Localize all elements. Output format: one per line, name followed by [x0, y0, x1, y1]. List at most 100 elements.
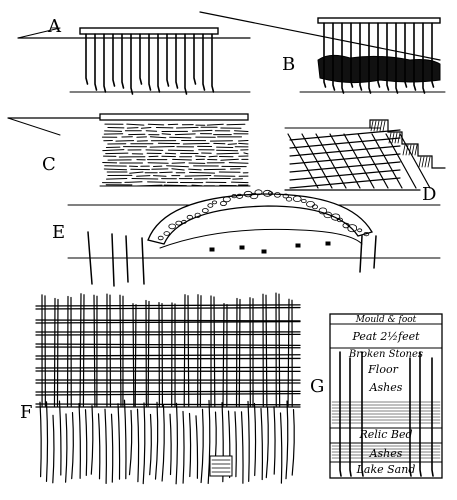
arch-stone: [194, 212, 201, 218]
pile: [148, 33, 152, 91]
palisade-stake: [78, 403, 81, 479]
palisade-stake: [84, 409, 88, 476]
beam: [35, 392, 301, 396]
beam: [35, 319, 301, 322]
ground-mark: [209, 247, 215, 252]
arch-stone: [312, 204, 318, 210]
hatch-line: [370, 120, 374, 132]
panel-f-palisade: [39, 399, 295, 485]
beam: [35, 357, 301, 360]
arch-stone: [301, 198, 307, 204]
arch-stone: [201, 208, 209, 214]
arch-stone: [222, 196, 231, 203]
palisade-stake: [253, 402, 257, 477]
pile: [139, 33, 143, 85]
hatch-line: [424, 156, 428, 168]
panel-f-vertical-piles: [41, 292, 293, 407]
palisade-stake: [200, 408, 204, 484]
hatch-line: [379, 120, 383, 132]
panel-a: A: [17, 16, 251, 95]
panel-g-layer-mould: Mould & foot: [355, 315, 417, 325]
pile: [278, 293, 281, 407]
pile: [419, 351, 422, 477]
log: [371, 133, 403, 189]
hatch-line: [427, 156, 431, 168]
palisade-stake: [265, 406, 269, 479]
arch-stone: [363, 231, 370, 237]
pile: [339, 351, 342, 477]
brushwood-stroke: [192, 129, 213, 132]
panel-e-posts: [87, 231, 377, 287]
arch-stone: [323, 211, 333, 219]
log: [289, 145, 401, 157]
panel-a-piles: [85, 33, 215, 95]
brushwood-stroke: [184, 175, 212, 177]
panel-d-log-grid: [284, 129, 431, 191]
pile: [287, 298, 290, 407]
post: [125, 235, 129, 283]
pile: [112, 33, 116, 87]
post: [87, 231, 93, 285]
log: [329, 133, 361, 189]
pile: [85, 33, 89, 85]
pile: [332, 22, 336, 91]
post: [373, 235, 377, 269]
palisade-stake: [234, 411, 237, 478]
brushwood-stroke: [195, 155, 206, 158]
ground-mark: [261, 249, 267, 254]
pile: [166, 33, 170, 87]
pile: [350, 22, 354, 88]
log: [315, 133, 347, 189]
brushwood-stroke: [104, 130, 123, 132]
hatch-line: [391, 132, 395, 144]
hatch-line: [408, 144, 412, 156]
pile: [341, 22, 345, 94]
pile: [404, 22, 408, 88]
pile: [183, 294, 186, 407]
panel-g-layer-ashes-upper: Ashes: [369, 381, 403, 394]
brushwood-stroke: [176, 126, 199, 129]
brushwood-stroke: [182, 142, 210, 145]
beam: [35, 343, 301, 347]
pile: [193, 33, 197, 85]
ground-mark: [239, 245, 245, 250]
pile: [386, 22, 390, 91]
pile: [368, 22, 372, 94]
brushwood-stroke: [220, 158, 239, 161]
hatch-line: [373, 120, 377, 132]
brushwood-stroke: [105, 152, 129, 155]
palisade-stake: [279, 412, 283, 484]
brushwood-stroke: [102, 149, 125, 152]
palisade-stake: [123, 399, 127, 480]
panel-b: B: [199, 11, 446, 94]
brushwood-stroke: [234, 130, 249, 132]
arch-stone: [336, 217, 343, 223]
arch-stone: [220, 201, 227, 206]
beam: [35, 390, 301, 393]
panel-e-causeway-arch: [147, 193, 373, 245]
brushwood-stroke: [226, 123, 246, 126]
panel-g-layer-peat: Peat 2½feet: [351, 330, 420, 343]
beam: [35, 320, 301, 324]
pile: [175, 33, 179, 89]
beam: [35, 366, 301, 369]
brushwood-stroke: [167, 149, 194, 152]
brushwood-stroke: [129, 171, 144, 174]
pile: [238, 298, 241, 407]
log: [287, 133, 319, 189]
pile: [349, 357, 352, 477]
palisade-stake: [260, 408, 264, 481]
pile: [130, 33, 134, 95]
beam: [35, 354, 301, 357]
hatch-line: [418, 156, 422, 168]
arch-stone: [285, 196, 293, 202]
pile: [431, 357, 434, 477]
palisade-stake: [169, 413, 172, 476]
palisade-stake: [65, 413, 68, 483]
pile: [94, 33, 98, 91]
palisade-stake: [117, 403, 121, 480]
brushwood-stroke: [124, 181, 143, 183]
pile: [211, 33, 215, 93]
brushwood-stroke: [161, 133, 171, 135]
panel-g: Mould & foot Peat 2½feet Broken Stones F…: [310, 313, 443, 479]
